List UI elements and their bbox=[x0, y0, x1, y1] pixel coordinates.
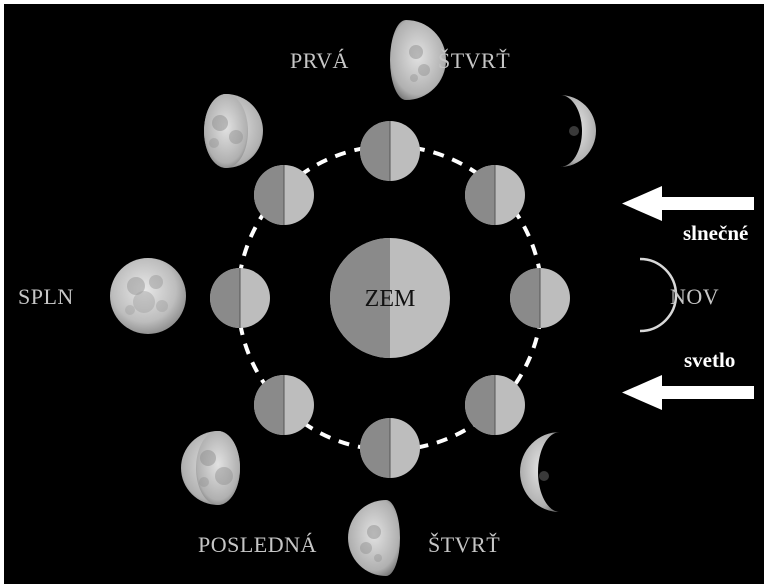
full-moon-image bbox=[110, 258, 186, 334]
orbit-moon-top-right bbox=[465, 165, 525, 225]
label-nov: NOV bbox=[670, 284, 719, 309]
waxing-gibbous-moon-image bbox=[204, 94, 263, 168]
label-spln: SPLN bbox=[18, 284, 74, 309]
last-quarter-moon-image bbox=[348, 500, 400, 576]
orbit-moon-bottom-right bbox=[465, 375, 525, 435]
label-stvrt-top: ŠTVRŤ bbox=[438, 48, 510, 73]
label-sunlight-2: svetlo bbox=[684, 348, 735, 372]
sunlight-arrow-bottom bbox=[622, 375, 754, 410]
orbit-moon-bottom bbox=[360, 418, 420, 478]
label-stvrt-bottom: ŠTVRŤ bbox=[428, 532, 500, 557]
label-posledna: POSLEDNÁ bbox=[198, 532, 317, 557]
orbit-moon-bottom-left bbox=[254, 375, 314, 435]
waning-gibbous-moon-image bbox=[181, 431, 240, 505]
label-earth: ZEM bbox=[365, 286, 416, 312]
orbit-moon-right bbox=[510, 268, 570, 328]
waning-crescent-moon-image bbox=[520, 432, 560, 512]
orbit-moon-left bbox=[210, 268, 270, 328]
orbit-moon-top bbox=[360, 121, 420, 181]
label-prva: PRVÁ bbox=[290, 48, 349, 73]
orbit-moon-top-left bbox=[254, 165, 314, 225]
label-sunlight-1: slnečné bbox=[683, 221, 748, 245]
sunlight-arrow-top bbox=[622, 186, 754, 221]
waxing-crescent-moon-image bbox=[560, 95, 596, 167]
